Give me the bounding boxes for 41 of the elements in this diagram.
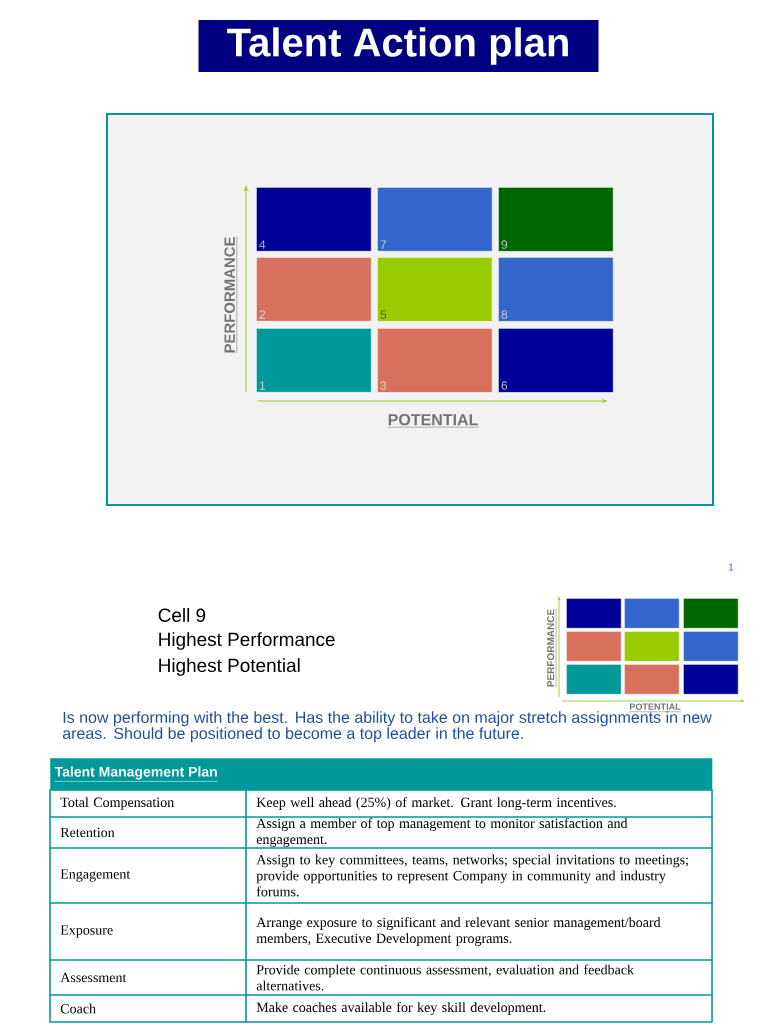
table-cell: Arrange exposure to significant and relevant senior management/board members, Executive Development programs. bbox=[245, 902, 713, 961]
cell-title: Cell 9 bbox=[158, 608, 206, 622]
grid-cell bbox=[566, 631, 622, 662]
grid-cell: 8 bbox=[498, 257, 614, 322]
grid-cell: 7 bbox=[377, 187, 493, 252]
axis-label: POTENTIAL bbox=[387, 414, 479, 428]
table-cell: Provide complete continuous assessment, evaluation and feedback alternatives. bbox=[245, 959, 713, 996]
table-cell: Assign to key committees, teams, networks; special invitations to meetings; provide opportunities to represent Company in community and industry forums. bbox=[245, 847, 713, 904]
axis-label: PERFORMANCE bbox=[224, 236, 238, 354]
table-cell: Make coaches available for key skill development. bbox=[245, 994, 713, 1023]
axis-label: POTENTIAL bbox=[629, 703, 681, 712]
table-cell: Assessment bbox=[49, 959, 247, 996]
table-cell: Assign a member of top management to monitor satisfaction and engagement. bbox=[245, 816, 713, 849]
table-cell: Retention bbox=[49, 816, 247, 849]
grid-cell: 9 bbox=[498, 187, 614, 252]
grid-cell: 4 bbox=[256, 187, 372, 252]
grid-cell: 6 bbox=[498, 328, 614, 393]
title: Talent Action plan bbox=[198, 20, 599, 72]
grid-cell bbox=[683, 631, 739, 662]
grid-cell: 1 bbox=[256, 328, 372, 393]
grid-cell bbox=[683, 598, 739, 629]
grid-cell bbox=[566, 664, 622, 695]
table-cell: Coach bbox=[49, 994, 247, 1023]
cell-title: Highest Potential bbox=[159, 658, 300, 676]
description: Is now performing with the best. Has the ability to take on major stretch assignments in new areas. Should be positioned to become a top leader in the future. bbox=[62, 711, 712, 743]
grid-cell bbox=[624, 664, 680, 695]
table-cell: Keep well ahead (25%) of market. Grant long-term incentives. bbox=[245, 789, 713, 818]
grid-cell: 5 bbox=[377, 257, 493, 322]
grid-cell bbox=[566, 598, 622, 629]
grid-cell bbox=[624, 631, 680, 662]
axis-label: PERFORMANCE bbox=[547, 608, 557, 688]
cell-title: Highest Performance bbox=[159, 632, 335, 650]
table-cell: Exposure bbox=[49, 902, 247, 961]
table-cell: Engagement bbox=[49, 847, 247, 904]
grid-cell bbox=[683, 664, 739, 695]
grid-cell bbox=[624, 598, 680, 629]
table-cell: Total Compensation bbox=[49, 789, 247, 818]
grid-cell: 3 bbox=[377, 328, 493, 393]
table-header: Talent Management Plan bbox=[50, 758, 713, 791]
grid-cell: 2 bbox=[256, 257, 372, 322]
page-number: 1 bbox=[729, 563, 734, 571]
